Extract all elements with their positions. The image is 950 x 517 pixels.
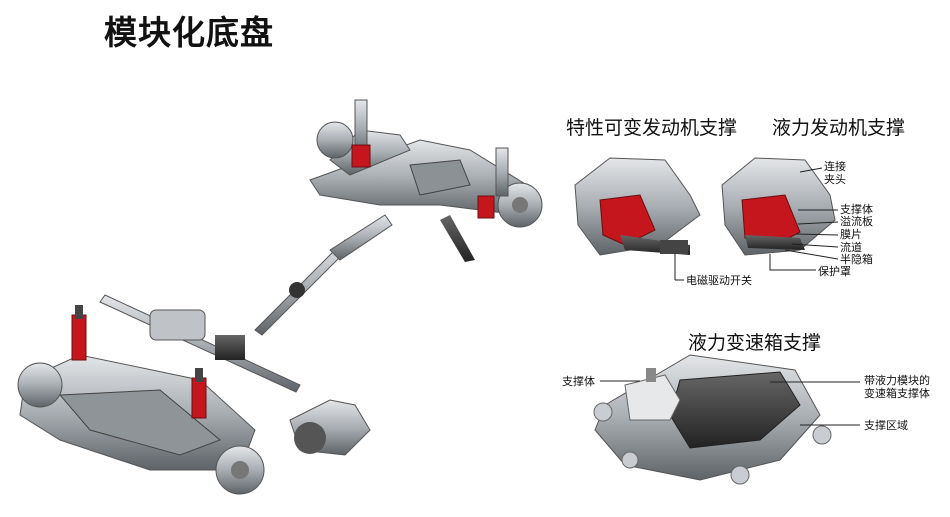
diaphragm-label: 膜片 bbox=[840, 228, 862, 241]
bellows-label: 半隐箱 bbox=[840, 253, 873, 266]
transmission-mount-title: 液力变速箱支撑 bbox=[688, 332, 822, 354]
rear-axle-assembly bbox=[309, 99, 543, 262]
trans-support-area-label: 支撑区域 bbox=[864, 419, 908, 432]
overflow-plate-label: 溢流板 bbox=[840, 215, 873, 228]
hydraulic-callout-lines bbox=[769, 167, 839, 271]
hydraulic-mount-title: 液力发动机支撑 bbox=[772, 117, 906, 139]
trans-module-label: 带液力模块的变速箱支撑体 bbox=[864, 374, 930, 400]
steering-rack bbox=[99, 294, 301, 393]
wheel-hub bbox=[289, 399, 371, 456]
support-label: 支撑体 bbox=[840, 203, 873, 216]
flow-channel-label: 流道 bbox=[840, 241, 862, 254]
drive-shaft bbox=[254, 214, 393, 336]
hydraulic-engine-mount-illustration bbox=[721, 157, 836, 256]
solenoid-label: 电磁驱动开关 bbox=[686, 274, 752, 287]
front-axle-assembly bbox=[17, 305, 265, 495]
page-title: 模块化底盘 bbox=[104, 13, 274, 52]
trans-support-body-label: 支撑体 bbox=[562, 375, 595, 388]
transmission-mount-illustration bbox=[593, 354, 832, 485]
variable-engine-mount-illustration bbox=[574, 157, 701, 256]
clip-label: 连接夹头 bbox=[824, 160, 846, 186]
cover-label: 保护罩 bbox=[818, 265, 851, 278]
trans-callout-lines bbox=[600, 380, 860, 426]
variable-mount-title: 特性可变发动机支撑 bbox=[566, 117, 738, 139]
